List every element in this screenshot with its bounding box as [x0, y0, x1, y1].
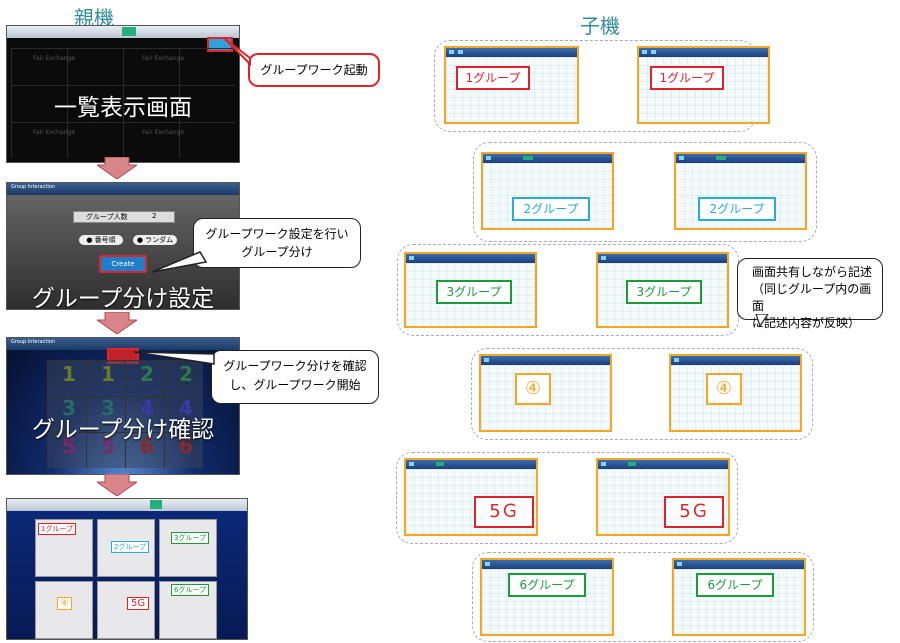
callout-pointer [223, 37, 251, 66]
cell-label: Fair Exchange [33, 129, 75, 136]
group-count-label: グループ人数 [86, 213, 128, 221]
cell-label: Fair Exchange [33, 55, 75, 62]
group-confirm-screen: Group Interaction 1 1 2 2 3 3 4 4 5 5 6 … [6, 337, 240, 475]
group-panel[interactable] [35, 581, 93, 639]
group-pair [471, 348, 813, 440]
group-tag: ④ [57, 597, 72, 610]
group-pair [473, 142, 817, 242]
cell-label: Fair Exchange [142, 129, 184, 136]
group-panel[interactable] [159, 519, 217, 577]
group-count-value[interactable]: 2 [152, 212, 157, 220]
group-pair [396, 452, 738, 544]
app-name: Group Interaction [11, 184, 55, 190]
option-number-label: 番号順 [94, 236, 116, 244]
group-panel[interactable] [97, 581, 155, 639]
group-number: 2 [179, 362, 193, 386]
callout-pointer [151, 251, 208, 273]
callout-line: グループ分け [241, 245, 313, 259]
callout-group-setting: グループワーク設定を行い グループ分け [193, 218, 361, 268]
cell-label: Fair Exchange [142, 55, 184, 62]
group-number: 5 [101, 434, 115, 458]
thumbnail-grid [11, 48, 235, 158]
callout-group-confirm: グループワーク分けを確認 し、グループワーク開始 [211, 350, 379, 404]
screen-caption: グループ分け設定 [31, 286, 215, 310]
group-label: 5Ｇ [664, 496, 724, 528]
number-grid [47, 360, 203, 468]
group-number: 6 [179, 434, 193, 458]
screen-caption: グループ分け確認 [31, 417, 215, 443]
top-bar [7, 338, 239, 350]
callout-line: 画面共有しながら記述 [752, 265, 873, 279]
group-tag: 5G [127, 597, 150, 610]
group-number: 4 [179, 396, 193, 420]
group-label: 3グループ [436, 280, 512, 304]
option-random-label: ランダム [145, 236, 174, 244]
down-arrow-icon [97, 474, 137, 496]
top-bar [7, 499, 247, 511]
callout-pointer [133, 351, 215, 365]
child-tablet [480, 558, 614, 636]
callout-pointer [755, 314, 769, 328]
group-number: 2 [140, 362, 154, 386]
down-arrow-icon [97, 312, 137, 334]
group-tag: 1グループ [38, 523, 77, 535]
child-tablet [404, 252, 537, 328]
option-number-order[interactable]: ● 番号順 [79, 235, 123, 245]
group-label: 1グループ [456, 66, 530, 90]
group-label: ④ [515, 373, 551, 405]
app-name: Group Interaction [11, 339, 55, 345]
down-arrow-icon [97, 157, 137, 179]
group-label: 1グループ [650, 66, 724, 90]
group-label: 5Ｇ [474, 496, 534, 528]
group-number: 3 [62, 396, 76, 420]
group-number: 4 [140, 396, 154, 420]
group-label: 6グループ [696, 573, 774, 597]
callout-text: グループワーク起動 [260, 63, 368, 77]
group-tag: 2グループ [111, 541, 150, 553]
group-label: ④ [706, 373, 742, 405]
group-number: 1 [62, 362, 76, 386]
callout-line: グループワーク設定を行い [205, 227, 349, 241]
group-tag: 3グループ [171, 532, 210, 544]
callout-line: し、グループワーク開始 [229, 378, 361, 392]
group-number: 6 [140, 434, 154, 458]
create-button[interactable]: Create [99, 255, 147, 273]
group-label: 6グループ [508, 573, 586, 597]
option-random[interactable]: ● ランダム [133, 235, 177, 245]
top-bar [7, 183, 239, 195]
callout-line: （同じグループ内の画面 [752, 282, 872, 313]
callout-line: に記述内容が反映） [752, 316, 861, 330]
callout-line: グループワーク分けを確認 [223, 359, 367, 373]
child-tablet [672, 558, 806, 636]
child-heading: 子機 [580, 14, 620, 38]
group-tag: 6グループ [171, 584, 210, 596]
callout-screen-share: 画面共有しながら記述 （同じグループ内の画面 に記述内容が反映） [737, 258, 883, 330]
group-label: 2グループ [512, 197, 590, 221]
group-label: 3グループ [626, 280, 702, 304]
list-view-screen: Fair Exchange Fair Exchange Fair Exchang… [6, 25, 240, 163]
groups-overview-screen: 1グループ 2グループ 3グループ ④ 5G 6グループ [6, 498, 248, 640]
screen-caption: 一覧表示画面 [54, 95, 192, 121]
callout-groupwork-start: グループワーク起動 [248, 53, 380, 87]
group-label: 2グループ [698, 197, 776, 221]
group-number: 5 [62, 434, 76, 458]
group-number: 1 [101, 362, 115, 386]
group-pair [472, 552, 814, 642]
group-count-row: グループ人数 2 [73, 211, 175, 223]
group-number: 3 [101, 396, 115, 420]
